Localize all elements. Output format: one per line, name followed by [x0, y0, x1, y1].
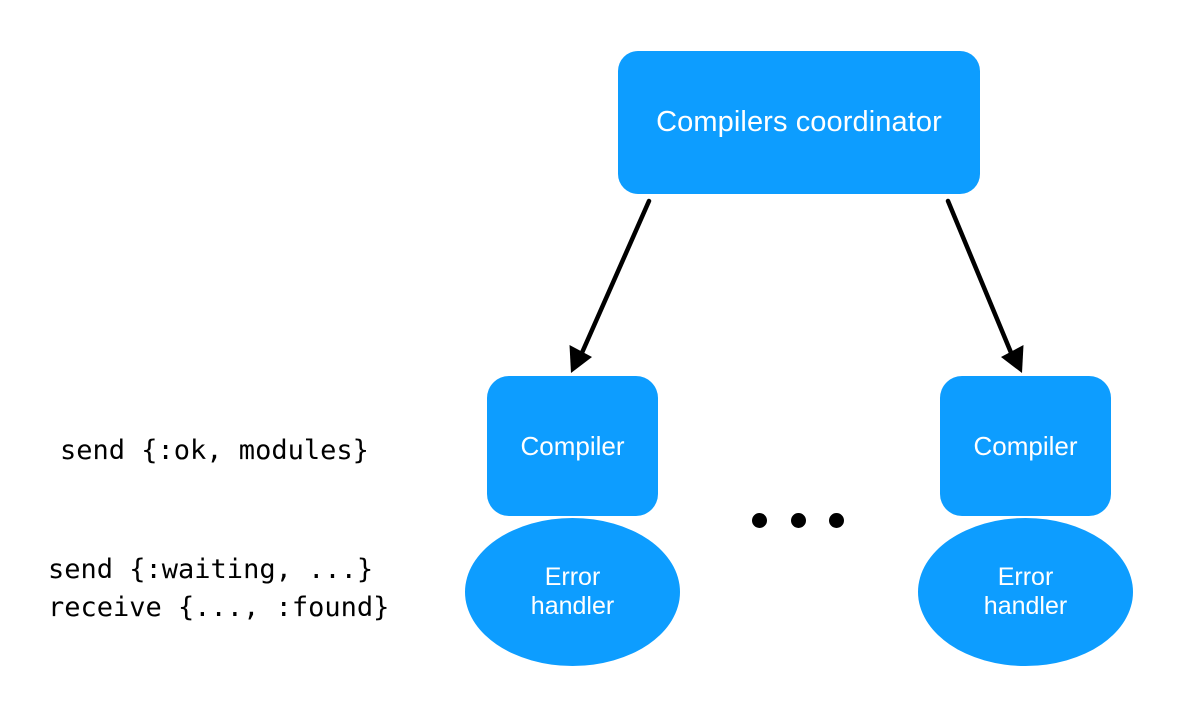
annotation-send-ok-modules: send {:ok, modules} [60, 435, 369, 466]
error-handler-node-left[interactable]: Error handler [465, 518, 680, 666]
compiler-node-right[interactable]: Compiler [940, 376, 1111, 516]
compiler-label-left: Compiler [520, 430, 625, 461]
ellipsis-dot-3 [829, 512, 844, 528]
compiler-label-right: Compiler [973, 430, 1078, 461]
annotation-send-waiting-receive-found: send {:waiting, ...} receive {..., :foun… [48, 554, 390, 624]
arrow-coordinator-to-right-compiler [945, 198, 1024, 373]
arrow-coordinator-to-left-compiler [569, 198, 652, 373]
ellipsis-dot-2 [790, 512, 806, 528]
ellipsis-indicator [752, 508, 844, 532]
ellipsis-dot-1 [752, 512, 767, 528]
error-handler-node-right[interactable]: Error handler [918, 518, 1133, 666]
compilers-coordinator-label: Compilers coordinator [656, 106, 942, 139]
compiler-node-left[interactable]: Compiler [487, 376, 658, 516]
compilers-coordinator-node[interactable]: Compilers coordinator [618, 51, 980, 194]
error-handler-label-left: Error handler [530, 562, 615, 621]
error-handler-label-right: Error handler [983, 562, 1068, 621]
